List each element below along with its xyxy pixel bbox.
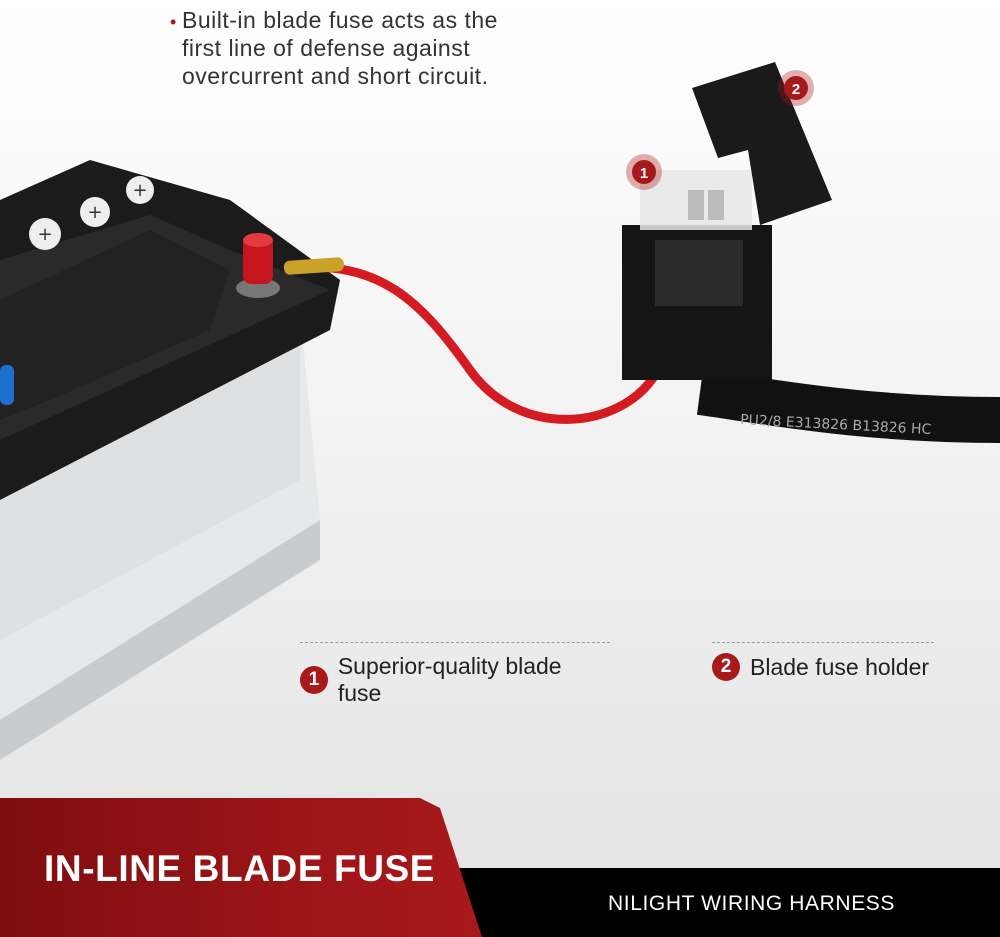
intro-text: • Built-in blade fuse acts as the first … — [170, 6, 532, 90]
bullet-dot: • — [170, 12, 177, 32]
red-wire — [285, 262, 660, 424]
marker-1: 1 — [626, 154, 662, 190]
intro-line-1: Built-in blade fuse acts as the — [182, 7, 498, 33]
legend-number: 2 — [712, 653, 740, 681]
svg-text:+: + — [132, 180, 147, 201]
fuse-holder — [622, 62, 832, 380]
legend-number: 1 — [300, 666, 328, 694]
marker-2-num: 2 — [792, 81, 800, 98]
page-title: IN-LINE BLADE FUSE — [44, 848, 436, 889]
black-cable: PU2/8 E313826 B13826 HC — [696, 369, 1000, 443]
intro-line-3: overcurrent and short circuit. — [182, 63, 489, 89]
legend-item-fuse: 1 Superior-quality blade fuse — [300, 642, 610, 707]
legend-item-holder: 2 Blade fuse holder — [712, 642, 934, 681]
title-banner — [0, 798, 482, 937]
car-battery: + + + — [0, 160, 340, 760]
marker-1-num: 1 — [640, 165, 648, 182]
svg-text:+: + — [87, 202, 102, 223]
legend-label: Blade fuse holder — [750, 653, 930, 680]
intro-line-2: first line of defense against — [182, 35, 471, 61]
marker-2: 2 — [778, 70, 814, 106]
positive-terminal — [236, 233, 280, 298]
svg-text:+: + — [37, 224, 52, 245]
brand-text: NILIGHT WIRING HARNESS — [608, 892, 896, 915]
legend-label: Superior-quality blade fuse — [337, 653, 562, 706]
product-illustration: + + + PU2/8 E313826 B13826 HC — [0, 62, 1000, 760]
